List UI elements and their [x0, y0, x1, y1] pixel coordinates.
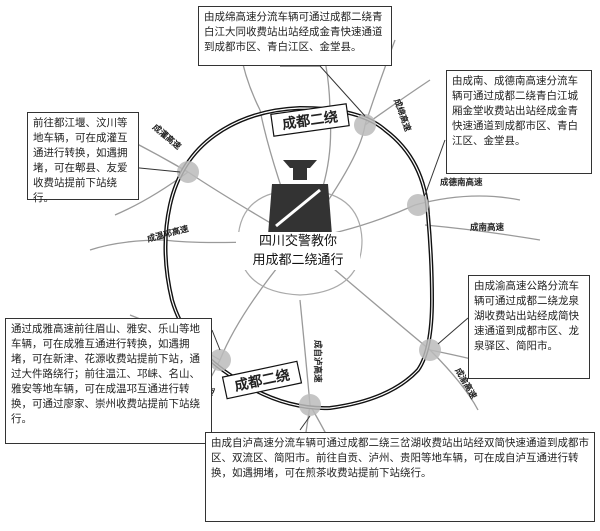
center-title-line-2: 用成都二绕通行	[236, 251, 360, 270]
note-top: 由成绵高速分流车辆可通过成都二绕青白江大同收费站出站经成金青快速通道到成都市区、…	[198, 6, 392, 66]
traffic-police-icon	[268, 160, 332, 235]
note-bottom: 由成自泸高速分流车辆可通过成都二绕三岔湖收费站出站经双简快速通道到成都市区、双流…	[205, 432, 595, 522]
note-left-top: 前往都江堰、汶川等地车辆，可在成灌互通进行转换，如遇拥堵，可在郫县、友爱收费站提…	[27, 112, 139, 204]
interchanges	[177, 114, 441, 416]
interchange-chengya	[209, 349, 231, 371]
center-title-line-1: 四川交警教你	[236, 232, 360, 251]
interchange-chengguan	[177, 161, 199, 183]
ring-label-top: 成都二绕	[270, 103, 350, 137]
inner-ring-road	[237, 189, 363, 296]
interchange-chengyu	[419, 339, 441, 361]
center-title: 四川交警教你 用成都二绕通行	[236, 232, 360, 270]
label-chengmian: 成绵高速	[391, 97, 413, 133]
note-right-mid: 由成渝高速公路分流车辆可通过成都二绕龙泉湖收费站出站经成简快速通道到成都市区、龙…	[468, 275, 590, 379]
interchange-chengnan	[407, 194, 429, 216]
ring-label-bottom: 成都二绕	[221, 360, 303, 400]
note-right-top: 由成南、成德南高速分流车辆可通过成都二绕青白江城厢金堂收费站出站经成金青快速通道…	[446, 70, 592, 174]
note-left-bottom: 通过成雅高速前往眉山、雅安、乐山等地车辆，可在成雅互通进行转换，如遇拥堵，可在新…	[5, 318, 212, 444]
ring-road-inner-line	[164, 107, 433, 409]
label-chengzilu: 成自泸高速	[312, 340, 323, 383]
interchange-chengmian	[354, 114, 376, 136]
interchange-chengzilu	[299, 394, 321, 416]
label-chengnan: 成南高速	[470, 222, 505, 233]
label-chengguan: 成灌高速	[150, 122, 183, 153]
label-chengdenan: 成德南高速	[440, 177, 483, 188]
